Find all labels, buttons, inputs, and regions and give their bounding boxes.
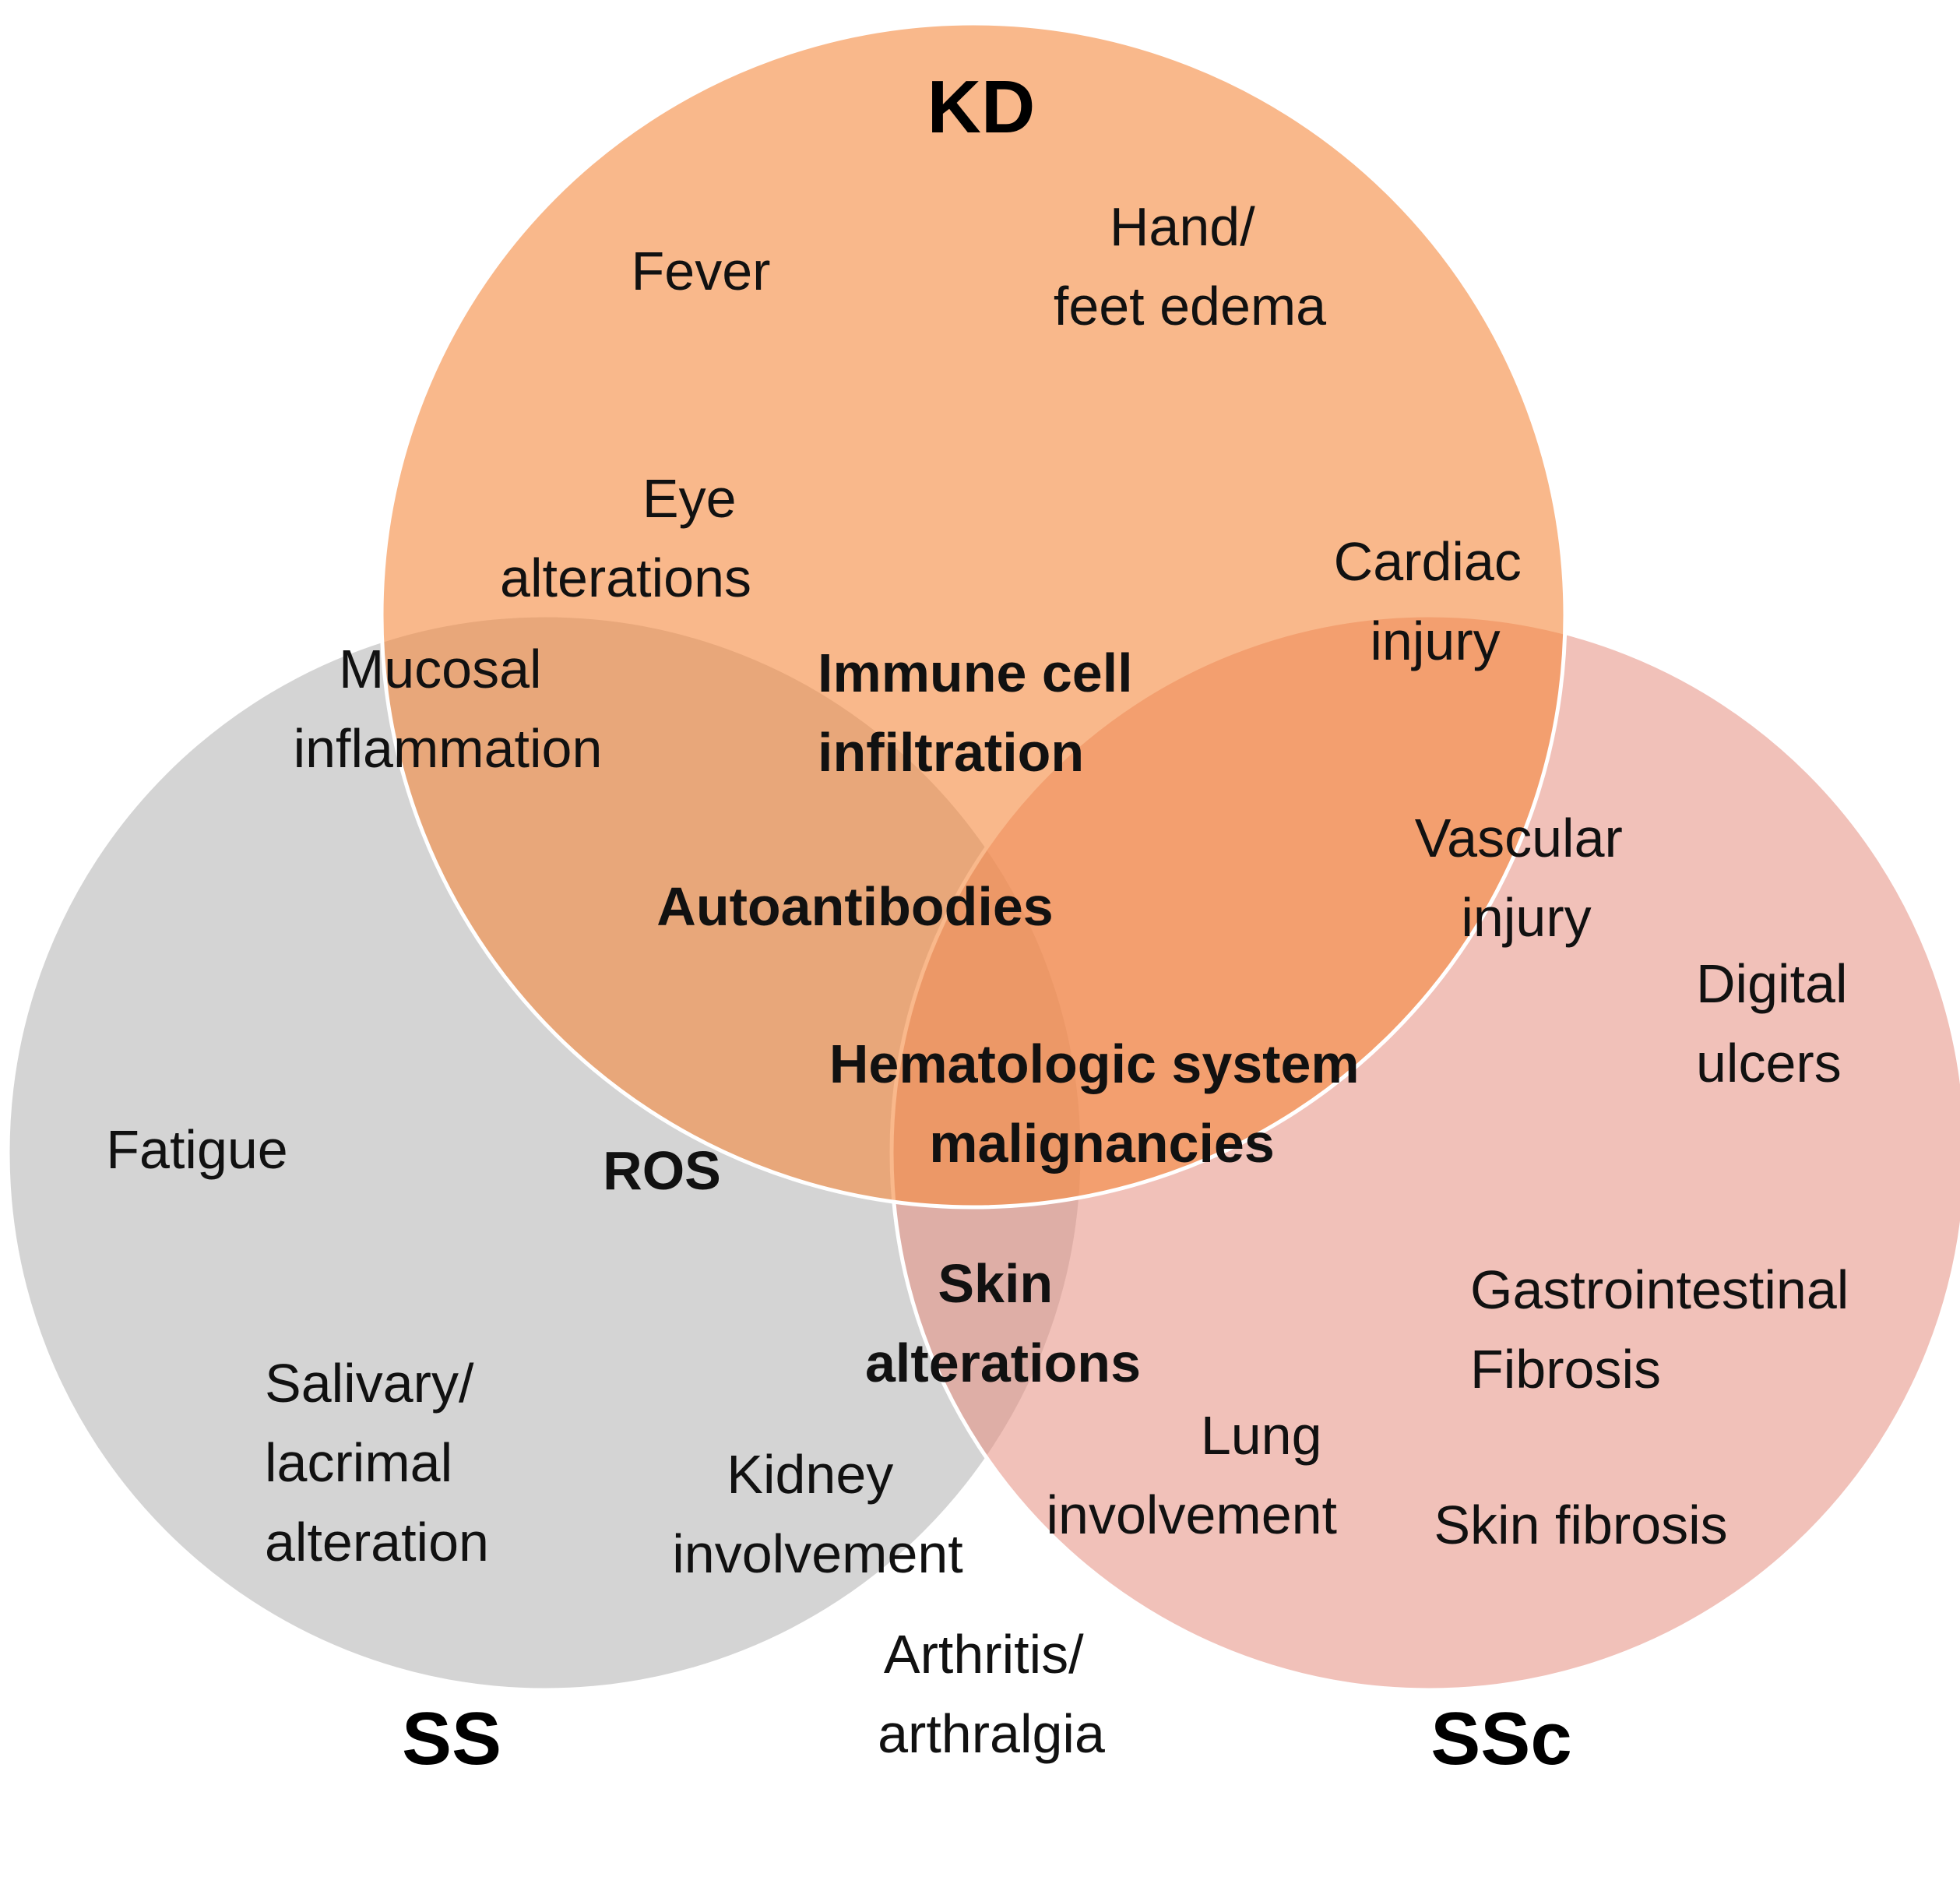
label-eye-alterations: Eye alterations [500,468,751,608]
label-vascular-injury: Vascular injury [1415,808,1638,948]
label-salivary-lacrimal: Salivary/ lacrimal alteration [265,1353,489,1572]
label-gi-fibrosis: Gastrointestinal Fibrosis [1470,1259,1864,1400]
label-skin-alterations: Skin alterations [865,1253,1141,1393]
label-arthritis-arthralgia: Arthritis/ arthralgia [878,1624,1105,1764]
label-fever: Fever [632,241,771,301]
label-skin-fibrosis: Skin fibrosis [1434,1495,1727,1555]
ssc-title: SSc [1430,1697,1571,1780]
label-autoantibodies: Autoantibodies [656,876,1053,937]
kd-title: KD [927,65,1036,149]
label-fatigue: Fatigue [106,1119,287,1180]
label-ros: ROS [603,1140,721,1201]
label-mucosal-inflammation: Mucosal inflammation [294,639,603,779]
label-immune-cell-infiltration: Immune cell infiltration [818,643,1148,783]
label-kidney-involvement: Kidney involvement [672,1444,963,1584]
label-digital-ulcers: Digital ulcers [1696,953,1863,1093]
ss-title: SS [402,1697,501,1780]
label-cardiac-injury: Cardiac injury [1334,531,1537,671]
kd-circle [379,21,1568,1210]
label-hand-feet-edema: Hand/ feet edema [1054,196,1326,336]
label-lung-involvement: Lung involvement [1046,1405,1337,1545]
label-hematologic-malignancies: Hematologic system malignancies [829,1034,1374,1174]
